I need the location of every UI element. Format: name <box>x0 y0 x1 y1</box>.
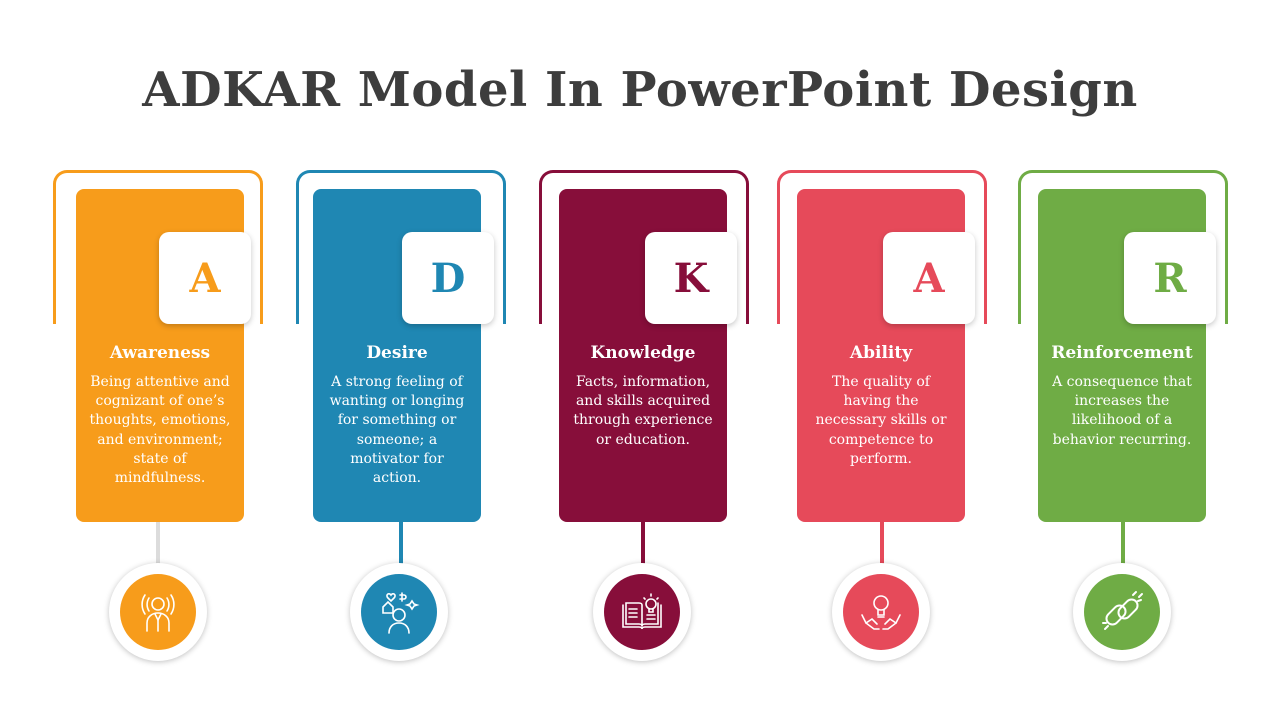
step-description: A consequence that increases the likelih… <box>1052 374 1192 448</box>
step-letter: K <box>645 232 737 324</box>
step-icon-badge <box>593 563 691 661</box>
person-wishes-icon <box>382 592 420 634</box>
step-letter: A <box>883 232 975 324</box>
step-icon-badge <box>109 563 207 661</box>
book-lightbulb-icon <box>622 593 662 630</box>
step-heading: Awareness <box>109 343 211 363</box>
step-connector <box>641 522 645 564</box>
step-connector <box>156 522 160 564</box>
step-bracket <box>296 170 506 324</box>
step-icon-badge <box>350 563 448 661</box>
step-bracket <box>53 170 263 324</box>
step-bracket <box>1018 170 1228 324</box>
adkar-step-ability: A Ability The quality of having the nece… <box>765 0 1005 720</box>
step-connector <box>880 522 884 564</box>
step-icon-badge <box>1073 563 1171 661</box>
step-description: Being attentive and cognizant of one’s t… <box>89 374 231 487</box>
person-radiating-icon <box>141 594 175 632</box>
chain-link-icon <box>1102 591 1143 630</box>
step-description: Facts, information, and skills acquired … <box>573 374 713 448</box>
step-letter: A <box>159 232 251 324</box>
step-bracket <box>539 170 749 324</box>
adkar-step-knowledge: K Knowledge Facts, information, and skil… <box>527 0 767 720</box>
step-heading: Reinforcement <box>1051 343 1193 363</box>
step-heading: Knowledge <box>590 343 696 363</box>
step-description: The quality of having the necessary skil… <box>815 374 947 467</box>
step-heading: Desire <box>366 343 428 363</box>
slide-title: ADKAR Model In PowerPoint Design <box>142 62 1138 118</box>
step-connector <box>399 522 403 564</box>
step-description: A strong feeling of wanting or longing f… <box>329 374 465 487</box>
hands-lightbulb-icon <box>861 595 901 630</box>
step-bracket <box>777 170 987 324</box>
step-connector <box>1121 522 1125 564</box>
step-letter: D <box>402 232 494 324</box>
adkar-step-reinforcement: R Reinforcement A consequence that incre… <box>1006 0 1246 720</box>
adkar-step-awareness: A Awareness Being attentive and cognizan… <box>41 0 281 720</box>
step-letter: R <box>1124 232 1216 324</box>
adkar-step-desire: D Desire A strong feeling of wanting or … <box>284 0 524 720</box>
step-icon-badge <box>832 563 930 661</box>
step-heading: Ability <box>849 343 913 363</box>
